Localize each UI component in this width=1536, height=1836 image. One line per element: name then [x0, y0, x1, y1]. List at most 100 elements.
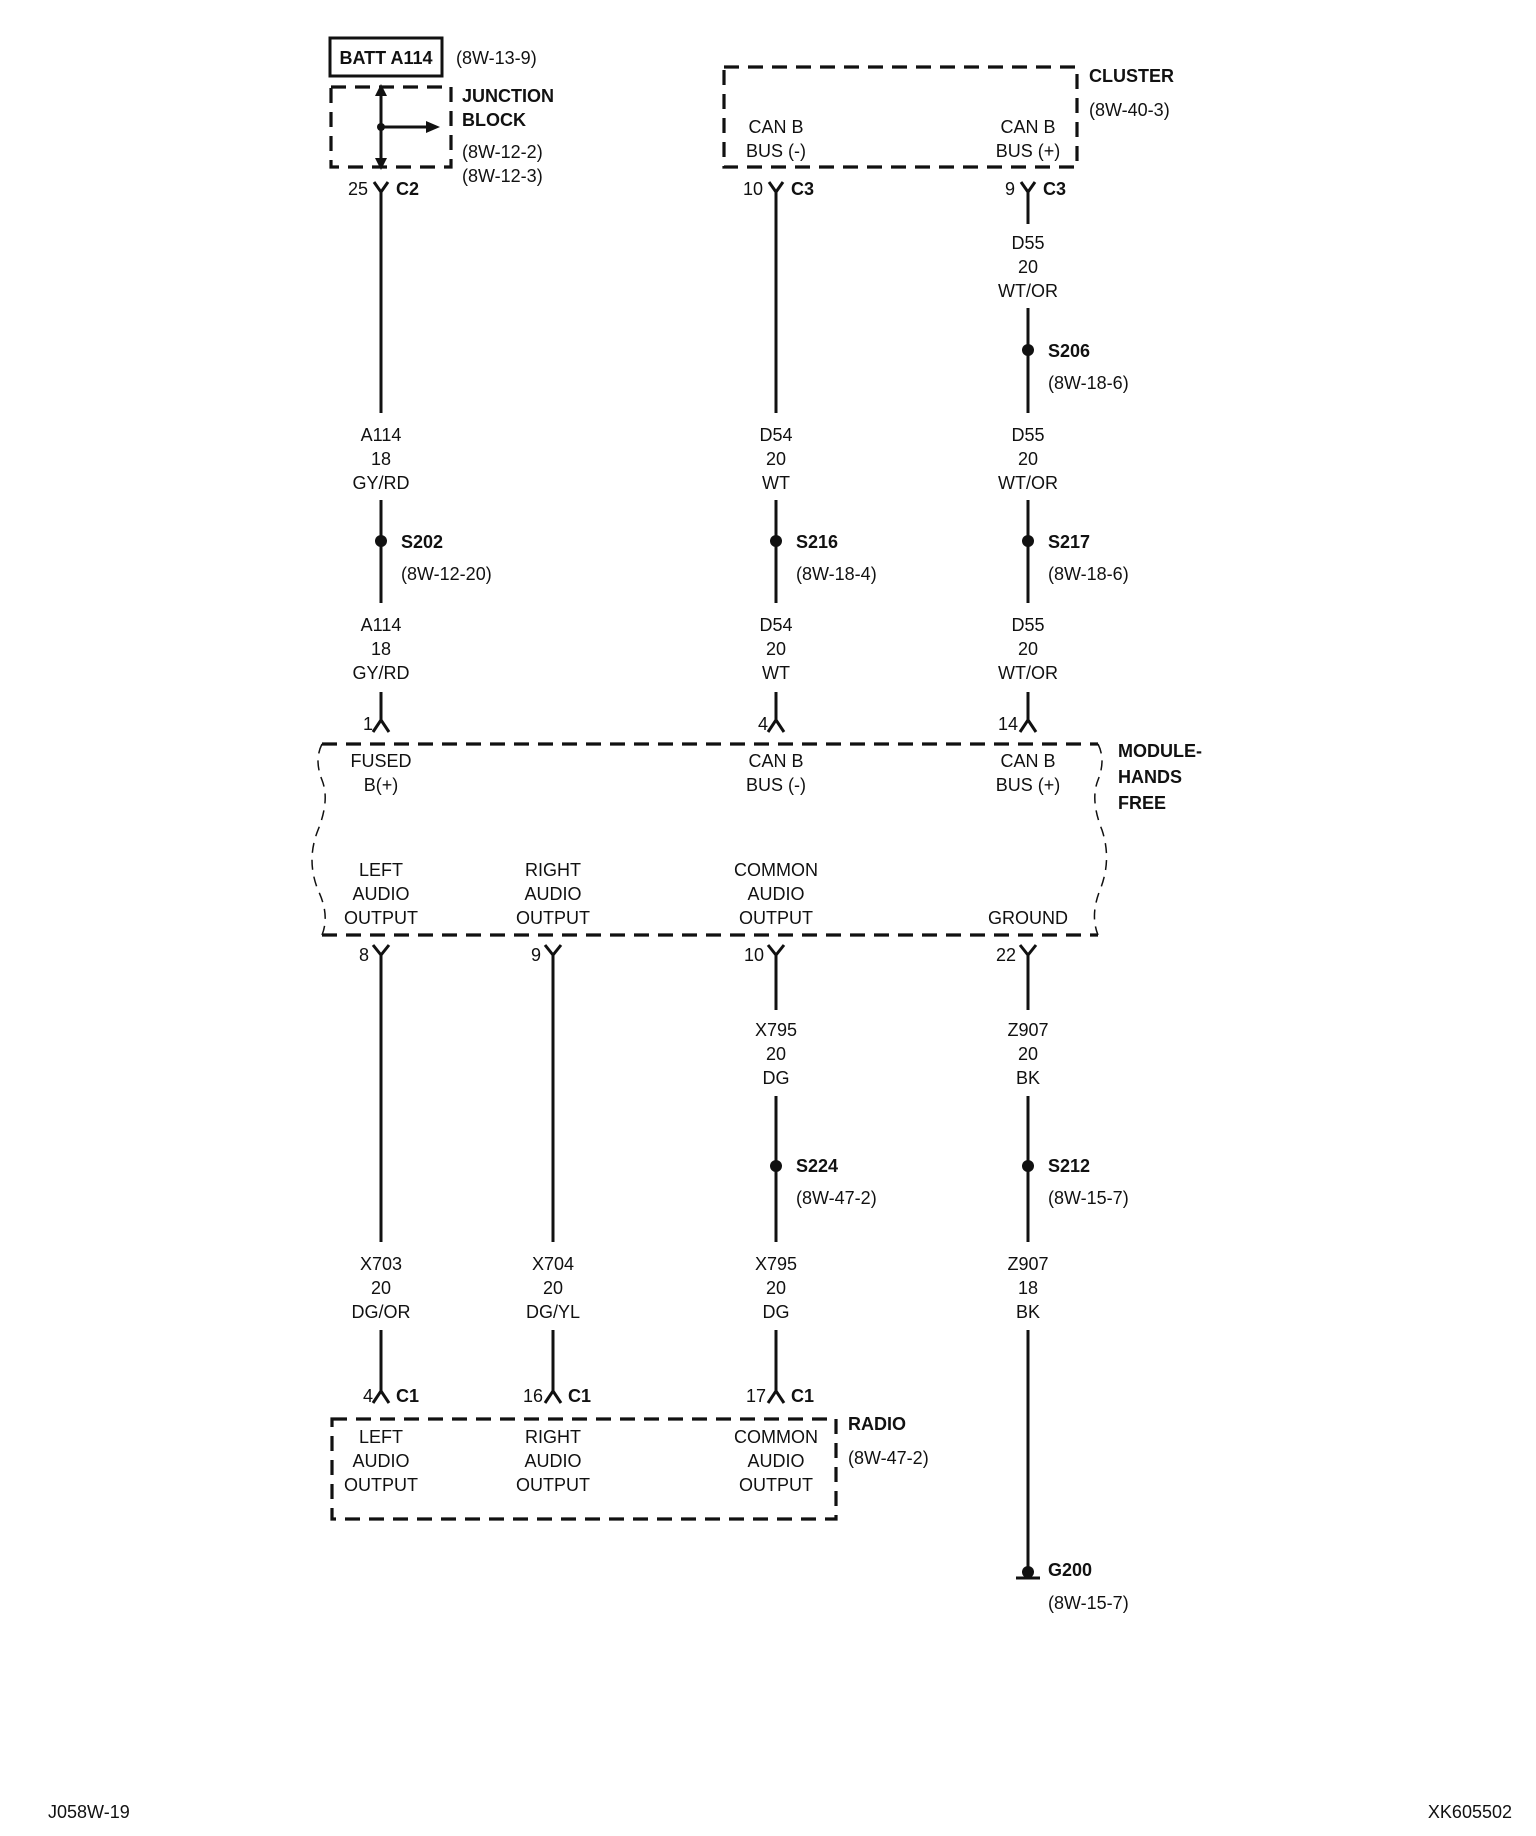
module-pin14-label-2: BUS (+): [996, 775, 1061, 795]
c3-pin10: 10: [743, 179, 763, 199]
c2-connector: C2: [396, 179, 419, 199]
svg-text:X703: X703: [360, 1254, 402, 1274]
cluster-can-plus-1: CAN B: [1000, 117, 1055, 137]
ground-ref: (8W-15-7): [1048, 1593, 1129, 1613]
module-pin10-label-2: AUDIO: [747, 884, 804, 904]
svg-text:22: 22: [996, 945, 1016, 965]
cluster-ref: (8W-40-3): [1089, 100, 1170, 120]
module-pin10-label-3: OUTPUT: [739, 908, 813, 928]
svg-text:8: 8: [359, 945, 369, 965]
splice-s216: S216 (8W-18-4): [770, 532, 877, 584]
wire-label-a114-top: A114 18 GY/RD: [352, 425, 409, 493]
wire-label-d55-top: D55 20 WT/OR: [998, 233, 1058, 301]
module-pin14-label-1: CAN B: [1000, 751, 1055, 771]
svg-text:WT/OR: WT/OR: [998, 281, 1058, 301]
connector-c3-pin9: 9 C3: [1005, 179, 1066, 199]
svg-text:DG: DG: [763, 1068, 790, 1088]
svg-text:20: 20: [766, 449, 786, 469]
svg-text:D54: D54: [759, 425, 792, 445]
module-pin10-label-1: COMMON: [734, 860, 818, 880]
svg-text:S206: S206: [1048, 341, 1090, 361]
splice-dot: [375, 535, 387, 547]
wire-label-x795-bottom: X795 20 DG: [755, 1254, 797, 1322]
radio-pin-17-connector: 17 C1: [746, 1330, 814, 1406]
svg-text:A114: A114: [361, 425, 402, 445]
splice-s202: S202 (8W-12-20): [375, 532, 492, 584]
splice-dot: [1022, 344, 1034, 356]
connector-c3-pin10: 10 C3: [743, 179, 814, 199]
splice-dot: [770, 1160, 782, 1172]
radio-title: RADIO: [848, 1414, 906, 1434]
cluster-box: CLUSTER (8W-40-3) CAN B BUS (-) CAN B BU…: [722, 65, 1174, 169]
svg-text:S224: S224: [796, 1156, 838, 1176]
module-pin8-label-3: OUTPUT: [344, 908, 418, 928]
svg-text:S216: S216: [796, 532, 838, 552]
svg-text:17: 17: [746, 1386, 766, 1406]
module-pin9-label-1: RIGHT: [525, 860, 581, 880]
svg-text:S212: S212: [1048, 1156, 1090, 1176]
svg-text:20: 20: [766, 1278, 786, 1298]
svg-text:DG/OR: DG/OR: [351, 1302, 410, 1322]
svg-text:OUTPUT: OUTPUT: [516, 1475, 590, 1495]
c2-pin: 25: [348, 179, 368, 199]
svg-text:A114: A114: [361, 615, 402, 635]
connector-c2: 25 C2: [348, 179, 419, 199]
svg-text:RIGHT: RIGHT: [525, 1427, 581, 1447]
wire-label-d55-bottom: D55 20 WT/OR: [998, 615, 1058, 683]
splice-dot: [1022, 1160, 1034, 1172]
svg-text:Z907: Z907: [1007, 1254, 1048, 1274]
footer-left-code: J058W-19: [48, 1802, 130, 1822]
module-pin-14-connector: 14: [998, 692, 1038, 734]
junction-block-title-2: BLOCK: [462, 110, 526, 130]
splice-s206: S206 (8W-18-6): [1022, 341, 1129, 393]
wire-label-x704: X704 20 DG/YL: [526, 1254, 580, 1322]
svg-text:D55: D55: [1011, 233, 1044, 253]
module-title-2: HANDS: [1118, 767, 1182, 787]
cluster-can-minus-2: BUS (-): [746, 141, 806, 161]
module-title-1: MODULE-: [1118, 741, 1202, 761]
module-pin-4-connector: 4: [758, 692, 786, 734]
wire-label-d55-mid: D55 20 WT/OR: [998, 425, 1058, 493]
svg-text:WT/OR: WT/OR: [998, 663, 1058, 683]
svg-text:AUDIO: AUDIO: [524, 1451, 581, 1471]
svg-text:4: 4: [758, 714, 768, 734]
svg-text:20: 20: [543, 1278, 563, 1298]
svg-text:BK: BK: [1016, 1068, 1040, 1088]
svg-text:20: 20: [766, 639, 786, 659]
svg-text:DG/YL: DG/YL: [526, 1302, 580, 1322]
svg-text:18: 18: [371, 639, 391, 659]
svg-text:10: 10: [744, 945, 764, 965]
module-pin9-label-2: AUDIO: [524, 884, 581, 904]
module-pin-9-connector: 9: [531, 944, 563, 965]
svg-text:OUTPUT: OUTPUT: [739, 1475, 813, 1495]
ground-g200: G200 (8W-15-7): [1016, 1560, 1129, 1613]
cluster-can-minus-1: CAN B: [748, 117, 803, 137]
batt-ref: (8W-13-9): [456, 48, 537, 68]
svg-text:20: 20: [1018, 1044, 1038, 1064]
cluster-title: CLUSTER: [1089, 66, 1174, 86]
c3-pin9: 9: [1005, 179, 1015, 199]
module-pin-8-connector: 8: [359, 944, 391, 965]
radio-pin-4-connector: 4 C1: [363, 1330, 419, 1406]
ground-id: G200: [1048, 1560, 1092, 1580]
svg-text:AUDIO: AUDIO: [747, 1451, 804, 1471]
svg-text:4: 4: [363, 1386, 373, 1406]
splice-s217: S217 (8W-18-6): [1022, 532, 1129, 584]
svg-text:D54: D54: [759, 615, 792, 635]
svg-text:(8W-47-2): (8W-47-2): [796, 1188, 877, 1208]
c3-connector-b: C3: [1043, 179, 1066, 199]
arrow-up-icon: [375, 84, 387, 96]
svg-text:9: 9: [531, 945, 541, 965]
junction-block-title-1: JUNCTION: [462, 86, 554, 106]
arrow-right-icon: [426, 121, 440, 133]
svg-text:LEFT: LEFT: [359, 1427, 403, 1447]
module-pin4-label-2: BUS (-): [746, 775, 806, 795]
radio-box: RADIO (8W-47-2) LEFT AUDIO OUTPUT RIGHT …: [330, 1414, 929, 1521]
junction-block: JUNCTION BLOCK (8W-12-2) (8W-12-3): [329, 84, 554, 186]
ground-icon: [1022, 1566, 1034, 1578]
svg-text:(8W-18-6): (8W-18-6): [1048, 564, 1129, 584]
svg-text:20: 20: [1018, 449, 1038, 469]
radio-ref: (8W-47-2): [848, 1448, 929, 1468]
wire-label-d54-bottom: D54 20 WT: [759, 615, 792, 683]
